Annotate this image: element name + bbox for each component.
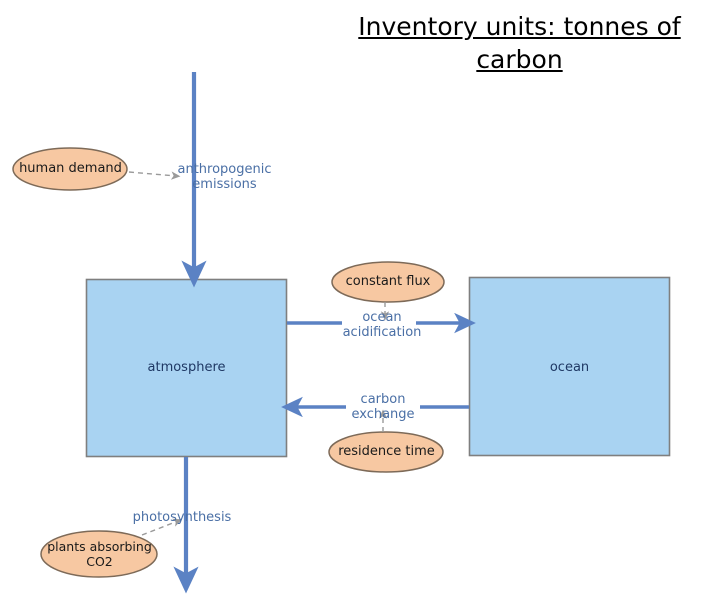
flow-label-anthropogenic-line1: anthropogenic bbox=[177, 162, 272, 177]
box-atmosphere bbox=[85, 278, 288, 458]
flow-label-ocean-acidification-line1: ocean bbox=[362, 310, 402, 325]
flow-label-anthropogenic-line2: emissions bbox=[192, 177, 257, 193]
ellipse-human-demand bbox=[12, 147, 128, 191]
ellipse-label-plants-line1: plants absorbing bbox=[47, 539, 152, 554]
ellipse-plants-absorbing-co2 bbox=[40, 530, 158, 578]
flow-label-ocean-acidification-line2: acidification bbox=[342, 325, 422, 341]
connector-human-demand bbox=[128, 171, 181, 180]
flow-label-carbon-exchange-line1: carbon bbox=[360, 392, 406, 407]
page-title-line1: Inventory units: tonnes of bbox=[358, 12, 681, 41]
ellipse-label-human-demand: human demand bbox=[19, 161, 122, 176]
ellipse-constant-flux bbox=[331, 261, 445, 303]
box-label-ocean: ocean bbox=[549, 360, 590, 375]
page-title-line2: carbon bbox=[476, 45, 563, 74]
connector-plants-absorbing-co2 bbox=[141, 518, 183, 536]
ellipse-label-plants-line2: CO2 bbox=[86, 553, 113, 569]
page-title: Inventory units: tonnes of carbon bbox=[330, 10, 709, 76]
flow-label-photosynthesis: photosynthesis bbox=[132, 510, 232, 525]
flow-label-carbon-exchange-line2: exchange bbox=[351, 407, 415, 423]
box-ocean bbox=[468, 276, 671, 457]
ellipse-label-constant-flux: constant flux bbox=[345, 274, 431, 289]
ellipse-label-residence-time: residence time bbox=[338, 444, 435, 459]
box-label-atmosphere: atmosphere bbox=[147, 360, 226, 375]
ellipse-residence-time bbox=[328, 431, 444, 473]
